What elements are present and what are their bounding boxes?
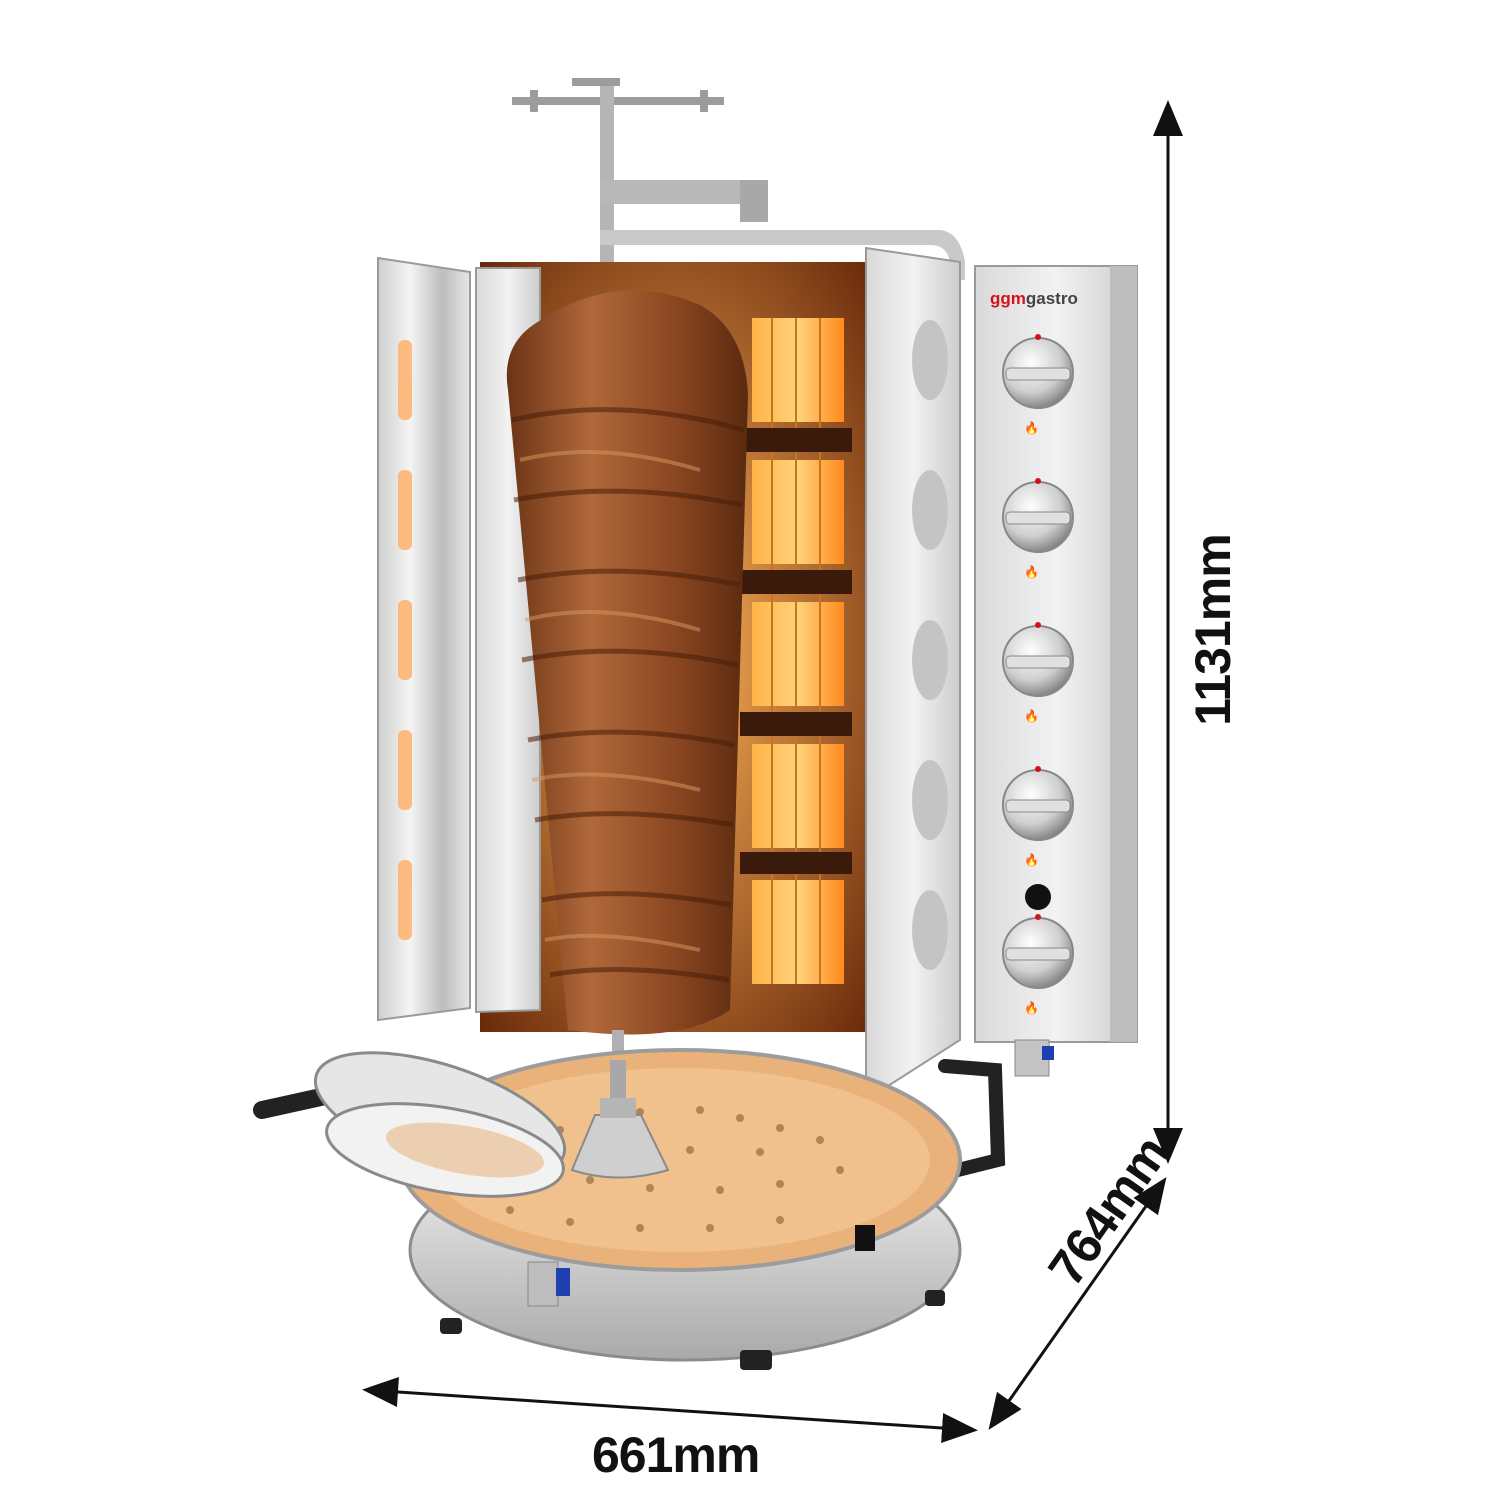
ignition-button[interactable]	[1025, 884, 1051, 910]
right-side-door	[865, 246, 961, 1102]
control-knob-2[interactable]	[1002, 478, 1074, 553]
serving-pan[interactable]	[253, 1027, 579, 1212]
dimension-arrow-depth	[988, 1177, 1167, 1430]
svg-text:🔥: 🔥	[1024, 853, 1039, 867]
width-dimension-label: 661mm	[592, 1427, 760, 1483]
control-knob-4[interactable]	[1002, 766, 1074, 841]
control-knob-3[interactable]	[1002, 622, 1074, 697]
svg-text:🔥: 🔥	[1024, 565, 1039, 579]
skewer-base	[570, 1060, 670, 1179]
gas-valve	[1014, 1039, 1054, 1077]
drip-tray	[398, 1048, 962, 1370]
control-knob-5[interactable]	[1002, 914, 1074, 989]
svg-text:🔥: 🔥	[1024, 1001, 1039, 1015]
control-knob-1[interactable]	[1002, 334, 1074, 409]
brand-prefix: ggm	[990, 289, 1026, 308]
svg-text:🔥: 🔥	[1024, 709, 1039, 723]
burner-plates	[740, 318, 852, 984]
brand-logo: ggmgastro	[990, 289, 1078, 309]
dimension-arrow-width	[362, 1377, 978, 1443]
skewer-top-bracket	[512, 78, 965, 285]
svg-text:🔥: 🔥	[1024, 421, 1039, 435]
right-handle[interactable]	[938, 1059, 1006, 1179]
brand-suffix: gastro	[1025, 289, 1078, 308]
flame-icon: 🔥 🔥 🔥 🔥 🔥	[1024, 421, 1039, 1015]
left-side-door	[377, 256, 541, 1022]
height-dimension-label: 1131mm	[1185, 534, 1241, 726]
